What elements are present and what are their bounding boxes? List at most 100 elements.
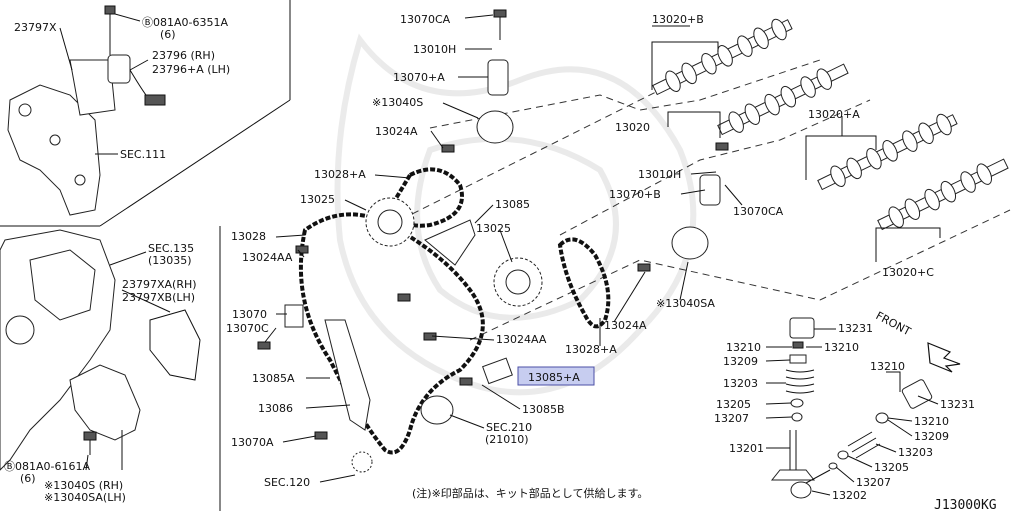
label-23797xb: 23797XB(LH)	[122, 291, 195, 304]
label-sec111: SEC.111	[120, 148, 166, 161]
label-13209-a: 13209	[723, 355, 758, 368]
label-13028a-low: 13028+A	[565, 343, 617, 356]
chain-tensioner	[284, 304, 304, 328]
cover-boss	[5, 315, 35, 345]
front-direction-arrow	[927, 342, 961, 373]
label-13024aa-mid: 13024AA	[496, 333, 547, 346]
label-23796: 23796 (RH)	[152, 49, 215, 62]
bottom-left-cover-group	[0, 229, 201, 471]
valve-seal-a	[791, 412, 803, 422]
label-081a0-6351a: Ⓑ081A0-6351A	[142, 16, 228, 29]
sprocket-hub	[505, 269, 531, 295]
sensor-connector	[144, 94, 166, 106]
valve-timing-sprocket-lower	[671, 226, 709, 260]
bolt-head	[397, 293, 411, 302]
label-13086: 13086	[258, 402, 293, 415]
valve-timing-sprocket-upper	[476, 110, 514, 144]
label-13040s-rh: ※13040S (RH)	[44, 479, 123, 492]
label-13025-left: 13025	[300, 193, 335, 206]
cover-bolt-hole	[18, 103, 32, 117]
camshaft-13020b	[652, 18, 793, 96]
chain-drive-group	[257, 9, 729, 473]
cam-tensioner-lower	[699, 174, 721, 206]
label-13205-b: 13205	[874, 461, 909, 474]
upper-chain-guide	[424, 219, 476, 266]
valve-timing-cover	[69, 364, 141, 441]
panel-borders	[0, 0, 291, 511]
valve-leaders	[765, 328, 939, 496]
bolt-head	[314, 431, 328, 440]
label-13024aa-left: 13024AA	[242, 251, 293, 264]
cover-bolt-hole	[49, 134, 61, 146]
camshaft-13020c	[877, 158, 1009, 231]
label-13210-a: 13210	[726, 341, 761, 354]
slack-guide	[324, 319, 371, 431]
label-23796a: 23796+A (LH)	[152, 63, 230, 76]
label-081a0-6161a: Ⓑ081A0-6161A	[4, 460, 90, 473]
label-13024a-low: 13024A	[604, 319, 647, 332]
secondary-chain-right	[557, 237, 611, 329]
spring-retainer-b	[875, 412, 889, 424]
label-13207-b: 13207	[856, 476, 891, 489]
alignment-dashes	[379, 59, 1011, 341]
label-13040sa-lh: ※13040SA(LH)	[44, 491, 126, 504]
label-13085: 13085	[495, 198, 530, 211]
label-13040sa: ※13040SA	[656, 297, 715, 310]
kit-parts-footnote: (注)※印部品は、キット部品として供給します。	[412, 486, 648, 500]
label-13020: 13020	[615, 121, 650, 134]
watermark-emblem	[334, 33, 697, 396]
label-13205-a: 13205	[716, 398, 751, 411]
oil-pump-sprocket	[420, 395, 454, 425]
crank-sprocket	[351, 451, 373, 473]
cam-tensioner-upper	[487, 59, 509, 96]
label-13210-c: 13210	[870, 360, 905, 373]
bolt-head	[83, 431, 97, 441]
bolt-head	[459, 377, 473, 386]
highlight-13085a-plus	[517, 366, 595, 386]
label-13085a: 13085A	[252, 372, 295, 385]
label-13070a: 13070+A	[393, 71, 445, 84]
label-sec210: SEC.210	[486, 421, 532, 434]
label-081a0-6351a-qty: (6)	[160, 28, 176, 41]
label-13231-a: 13231	[838, 322, 873, 335]
label-sec135: SEC.135	[148, 242, 194, 255]
bolt-head	[441, 144, 455, 153]
label-13209-b: 13209	[914, 430, 949, 443]
cover-bolt-hole	[74, 174, 86, 186]
spring-retainer-a	[789, 354, 807, 364]
top-left-cover-group	[7, 5, 166, 216]
label-13085a-plus: 13085+A	[528, 371, 580, 384]
label-13070: 13070	[232, 308, 267, 321]
label-13024a-top: 13024A	[375, 125, 418, 138]
label-081a0-6161a-qty: (6)	[20, 472, 36, 485]
spring-seat-a	[790, 398, 804, 408]
label-13070ca-top: 13070CA	[400, 13, 451, 26]
label-13210-b: 13210	[824, 341, 859, 354]
cover-window	[29, 249, 96, 321]
label-13010h-right: 13010H	[638, 168, 681, 181]
center-leaders	[264, 14, 601, 483]
label-23797x: 23797X	[14, 21, 57, 34]
label-13010h-top: 13010H	[413, 43, 456, 56]
bolt-head	[295, 245, 309, 254]
label-13202: 13202	[832, 489, 867, 502]
camshafts-group	[652, 18, 1009, 231]
valve-lifter-13231-a	[789, 317, 815, 339]
label-13025-mid: 13025	[476, 222, 511, 235]
valve-head-13202	[790, 481, 812, 499]
label-13207-a: 13207	[714, 412, 749, 425]
label-13020a: 13020+A	[808, 108, 860, 121]
right-leaders	[613, 25, 941, 323]
valve-spring-b	[847, 431, 881, 459]
label-sec135-sub: (13035)	[148, 254, 192, 267]
top-left-leaders	[59, 13, 149, 155]
label-13070c: 13070C	[226, 322, 269, 335]
diagram-code: J13000KG	[934, 498, 997, 511]
label-13070b: 13070+B	[609, 188, 661, 201]
label-13040s: ※13040S	[372, 96, 423, 109]
label-23797xa: 23797XA(RH)	[122, 278, 197, 291]
valve-train-group	[770, 317, 933, 499]
label-13203-b: 13203	[898, 446, 933, 459]
bolt-head	[637, 263, 651, 272]
